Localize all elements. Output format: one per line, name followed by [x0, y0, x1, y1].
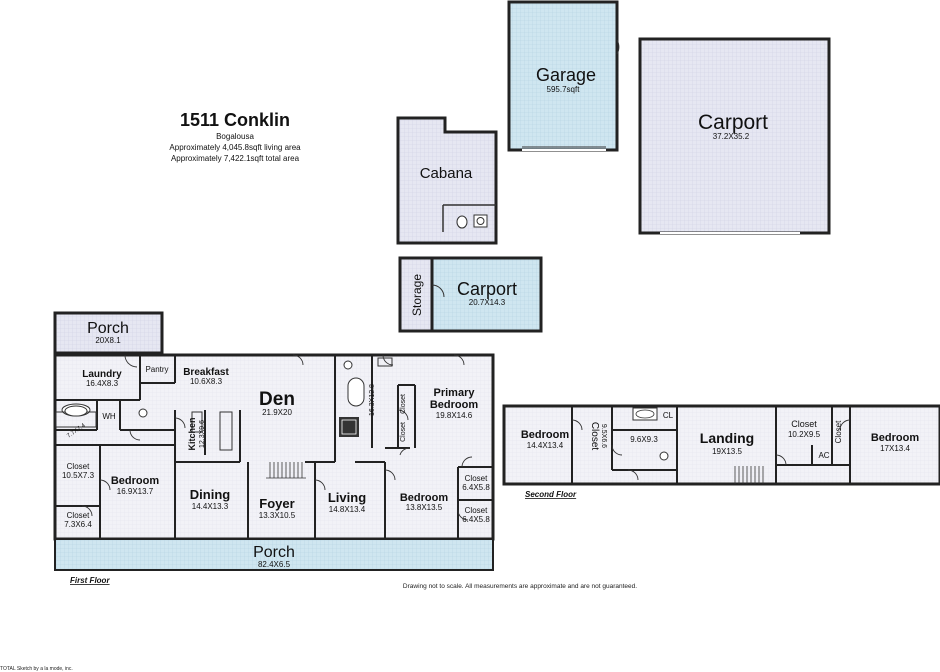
second-closet-small-name: Closet	[834, 420, 843, 443]
second-closet-left-name: Closet	[589, 422, 600, 451]
first-floor: Porch 20X8.1 Porch 82.4X6.5	[53, 311, 495, 585]
primary-bedroom-size: 19.8X14.6	[436, 411, 473, 420]
carport-large-size: 37.2X35.2	[713, 132, 750, 141]
kitchen-size: 12.3X9.6	[199, 420, 206, 448]
closet-right-bottom-name: Closet	[465, 506, 488, 515]
garage-name: Garage	[536, 65, 596, 85]
breakfast-name: Breakfast	[183, 367, 229, 378]
pantry-name: Pantry	[145, 365, 168, 374]
second-closet-right-size: 10.2X9.5	[788, 430, 821, 439]
foyer-size: 13.3X10.5	[259, 511, 296, 520]
second-bedroom-left-size: 14.4X13.4	[527, 441, 564, 450]
landing-name: Landing	[700, 430, 754, 446]
dining-size: 14.4X13.3	[192, 502, 229, 511]
primary-bedroom-name-2: Bedroom	[430, 399, 479, 411]
bedroom-left-name: Bedroom	[111, 475, 160, 487]
second-bedroom-right-size: 17X13.4	[880, 444, 910, 453]
laundry-name: Laundry	[82, 369, 122, 380]
laundry-size: 16.4X8.3	[86, 379, 119, 388]
total-area-label: Approximately 7,422.1sqft total area	[171, 154, 300, 163]
kitchen-name: Kitchen	[187, 417, 197, 450]
primary-closet-2-name: Closet	[400, 422, 407, 442]
porch-top-size: 20X8.1	[95, 336, 121, 345]
porch-top-name: Porch	[87, 320, 129, 337]
porch-front-size: 82.4X6.5	[258, 560, 291, 569]
closet-right-top-name: Closet	[465, 474, 488, 483]
garage: Garage 595.7sqft	[507, 0, 620, 152]
second-floor-label: Second Floor	[525, 490, 577, 499]
carport-small-name: Carport	[457, 279, 517, 299]
second-bedroom-right-name: Bedroom	[871, 432, 920, 444]
den-name: Den	[259, 389, 295, 410]
second-bedroom-left-name: Bedroom	[521, 429, 570, 441]
header: 1511 Conklin Bogalousa Approximately 4,0…	[169, 110, 301, 163]
primary-bedroom-name-1: Primary	[434, 387, 476, 399]
bedroom-right-size: 13.8X13.5	[406, 503, 443, 512]
disclaimer: Drawing not to scale. All measurements a…	[403, 583, 637, 590]
den-size: 21.9X20	[262, 408, 292, 417]
wh-name: WH	[102, 412, 116, 421]
primary-closet-1-name: Closet	[400, 394, 407, 414]
closet-left-top-name: Closet	[67, 462, 90, 471]
cl-name: CL	[663, 411, 674, 420]
storage-name: Storage	[410, 274, 424, 316]
cabana-name: Cabana	[420, 165, 473, 182]
carport-large-name: Carport	[698, 111, 768, 134]
breakfast-size: 10.6X8.3	[190, 377, 223, 386]
credit: TOTAL Sketch by a la mode, inc.	[0, 666, 73, 672]
first-floor-label: First Floor	[70, 576, 110, 585]
city-label: Bogalousa	[216, 132, 254, 141]
bedroom-right-name: Bedroom	[400, 492, 449, 504]
closet-left-top-size: 10.5X7.3	[62, 471, 95, 480]
garage-size: 595.7sqft	[547, 85, 581, 94]
landing-size: 19X13.5	[712, 447, 742, 456]
second-closet-left-size: 9.5X6.6	[600, 424, 607, 448]
closet-left-bottom-size: 7.3X6.4	[64, 520, 92, 529]
carport-small-size: 20.7X14.3	[469, 298, 506, 307]
closet-right-top-size: 6.4X5.8	[462, 483, 490, 492]
living-size: 14.8X13.4	[329, 505, 366, 514]
dining-name: Dining	[190, 487, 230, 502]
porch-front-name: Porch	[253, 544, 295, 561]
closet-right-bottom-size: 6.4X5.8	[462, 515, 490, 524]
second-floor: Bedroom 14.4X13.4 Closet 9.5X6.6 CL 9.6X…	[502, 404, 940, 499]
carport-large: Carport 37.2X35.2	[638, 37, 831, 235]
bedroom-left-size: 16.9X13.7	[117, 487, 154, 496]
living-area-label: Approximately 4,045.8sqft living area	[169, 143, 301, 152]
ac-name: AC	[818, 451, 829, 460]
foyer-name: Foyer	[259, 496, 294, 511]
closet-left-bottom-name: Closet	[67, 511, 90, 520]
living-name: Living	[328, 490, 366, 505]
second-bath-size: 9.6X9.3	[630, 435, 658, 444]
second-closet-right-name: Closet	[791, 419, 817, 429]
storage-carport: Storage Carport 20.7X14.3	[398, 256, 543, 333]
primary-bath-size: 16.3X12.8	[369, 384, 376, 416]
cabana: Cabana	[396, 116, 498, 245]
address-title: 1511 Conklin	[180, 110, 290, 130]
